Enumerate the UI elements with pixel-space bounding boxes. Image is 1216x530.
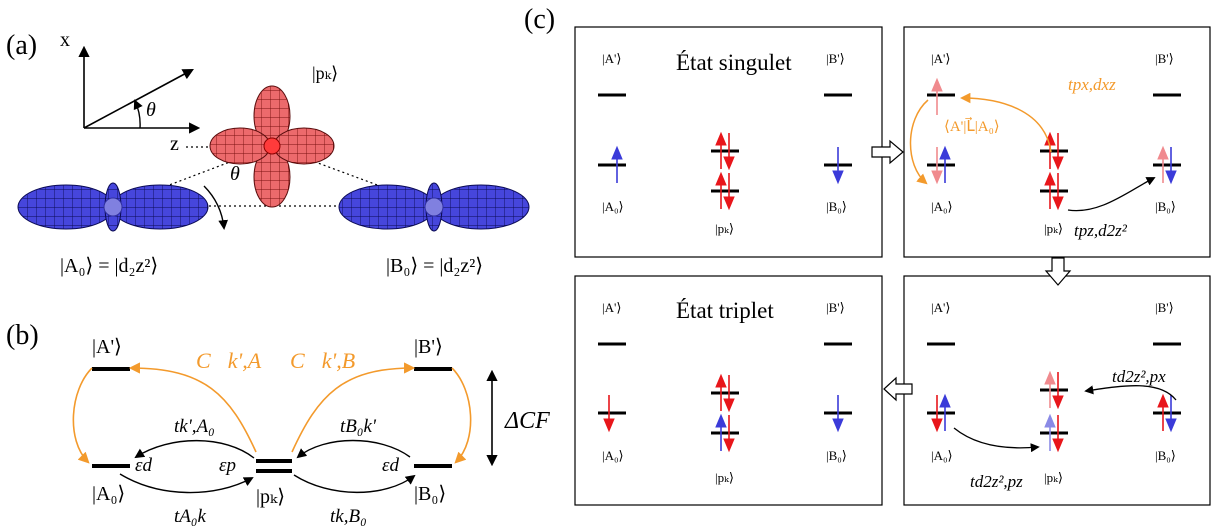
label-a-prime: |A'⟩ [931, 300, 950, 315]
d-orbital-a0 [17, 182, 209, 232]
b-eps-d-right: εd [382, 455, 399, 476]
box2-t-bottom: tpz,d2z² [1074, 221, 1128, 240]
b0-label-a: |B₀⟩ = |d₂z²⟩ [386, 255, 483, 277]
b-delta-cf: ΔCF [504, 408, 550, 434]
panel-a-label: (a) [6, 30, 37, 61]
label-a-prime: |A'⟩ [602, 51, 621, 66]
box4-black-hop-bottom [953, 427, 1040, 453]
panel-c-label: (c) [524, 4, 555, 35]
theta-label-top: θ [146, 99, 156, 121]
box4-black-hop-top [1084, 385, 1177, 401]
label-b-prime: |B'⟩ [826, 300, 845, 315]
b-eps-p: εp [219, 455, 236, 476]
label-pk: |pₖ⟩ [1044, 221, 1063, 236]
label-a-prime: |A'⟩ [931, 51, 950, 66]
box4-t-bottom: td2z²,pz [970, 472, 1023, 491]
spin-arrow [931, 78, 943, 116]
transition-arrows [871, 139, 1072, 402]
theta-arc [203, 185, 229, 230]
label-b-prime: |B'⟩ [1155, 300, 1174, 315]
b-b0-label: |B₀⟩ [414, 483, 446, 505]
label-b-prime: |B'⟩ [826, 51, 845, 66]
hopping-arrows [119, 439, 416, 494]
box2-black-hop [1067, 177, 1156, 212]
label-a0: |A₀⟩ [602, 199, 624, 214]
axis-z-label: z [170, 133, 179, 155]
box2-orange-soc [909, 99, 929, 185]
b-pk-label: |pₖ⟩ [256, 486, 285, 508]
b-c-kb: C⃗k',B [290, 348, 355, 373]
label-pk: |pₖ⟩ [715, 470, 734, 485]
a0-label-a: |A₀⟩ = |d₂z²⟩ [60, 255, 158, 277]
b-a-prime-label: |A'⟩ [92, 336, 122, 358]
state-boxes [574, 26, 1211, 506]
energy-levels [92, 367, 452, 473]
label-pk: |pₖ⟩ [1044, 470, 1063, 485]
b-a0-label: |A₀⟩ [92, 483, 125, 505]
b-b-prime-label: |B'⟩ [414, 336, 443, 358]
label-b0: |B₀⟩ [1155, 199, 1176, 214]
b-t-k-b0: tk,B₀ [330, 506, 367, 527]
label-a0: |A₀⟩ [602, 448, 624, 463]
label-a0: |A₀⟩ [931, 448, 953, 463]
panel-b-label: (b) [6, 320, 39, 351]
b-eps-d-left: εd [135, 455, 152, 476]
box3-title: État triplet [676, 298, 774, 323]
d-orbital-b0 [338, 182, 530, 232]
box2-orange-hop [959, 92, 1052, 153]
label-b0: |B₀⟩ [826, 199, 847, 214]
box2-t-top: tpx,dxz [1068, 75, 1116, 94]
label-a0: |A₀⟩ [931, 199, 953, 214]
b-t-k-a0: tk',A₀ [174, 416, 215, 437]
b-t-b0-k: tB₀k' [340, 416, 377, 437]
orange-couplings [72, 362, 472, 464]
axis-x-label: x [60, 29, 70, 51]
label-b0: |B₀⟩ [1155, 448, 1176, 463]
box1-title: État singulet [676, 50, 792, 75]
label-b-prime: |B'⟩ [1155, 51, 1174, 66]
b-c-ka: C⃗k',A [196, 348, 262, 373]
p-orbital [209, 85, 335, 208]
label-pk: |pₖ⟩ [715, 221, 734, 236]
box2-matrix: ⟨A'|L⃗|A₀⟩ [944, 116, 1000, 135]
axes-diagram: x z θ [60, 29, 201, 155]
b-t-a0-k: tA₀k [174, 506, 206, 527]
pk-label-a: |pₖ⟩ [312, 63, 338, 83]
theta-label-bottom: θ [230, 163, 240, 185]
state-level-diagrams: |A'⟩ |B'⟩ |A₀⟩ |B₀⟩ |pₖ⟩ |A'⟩ |B'⟩ |A₀⟩ |B₀⟩ |pₖ⟩… [598, 51, 1181, 485]
label-a-prime: |A'⟩ [602, 300, 621, 315]
box4-t-top: td2z²,px [1112, 367, 1166, 386]
label-b0: |B₀⟩ [826, 448, 847, 463]
